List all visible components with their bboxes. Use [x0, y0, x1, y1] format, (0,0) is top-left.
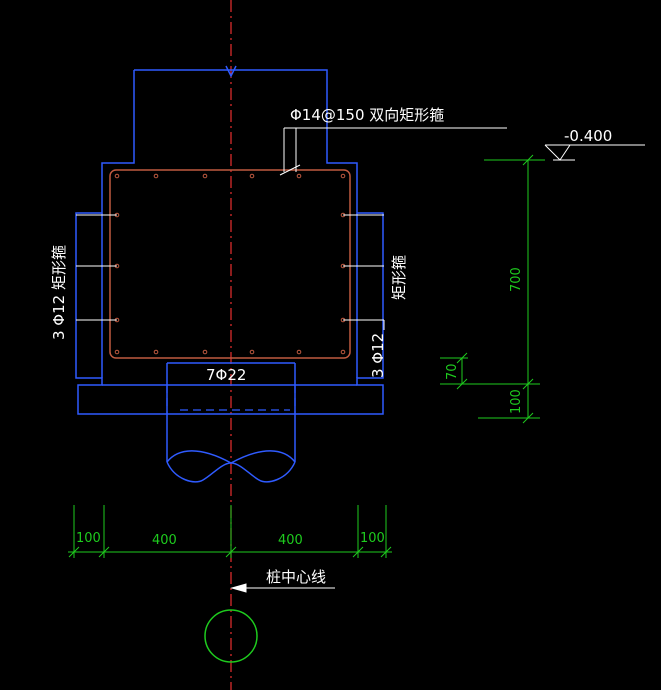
rebar-dot: [114, 173, 120, 179]
rebar-dot: [340, 349, 346, 355]
pile-center-label: 桩中心线: [266, 568, 326, 586]
rebar-dots: [114, 173, 346, 355]
horizontal-dimension-lines: [68, 505, 392, 558]
dim-vertical-base: 100: [509, 389, 524, 414]
right-side-stirrup-label: 矩形箍: [390, 255, 408, 300]
dim-vertical-total: 700: [509, 267, 524, 292]
left-side-bars-label: 3 Φ12 矩形箍: [50, 245, 68, 340]
dim-horizontal-left-edge: 100: [76, 531, 101, 546]
rebar-dot: [153, 349, 159, 355]
rebar-dot: [296, 173, 302, 179]
elevation-label: -0.400: [564, 127, 612, 145]
top-stirrup-label: Φ14@150 双向矩形箍: [290, 106, 444, 124]
rebar-dot: [202, 173, 208, 179]
bottom-bars-label: 7Φ22: [206, 366, 246, 384]
rebar-dot: [153, 173, 159, 179]
pile-plan-circle: [204, 609, 258, 663]
rebar-dot: [202, 349, 208, 355]
rebar-dot: [296, 349, 302, 355]
cap-outline: [75, 69, 384, 415]
rebar-dot: [340, 173, 346, 179]
rebar-cage: [109, 169, 351, 359]
pile-hidden-lines: [166, 385, 296, 414]
rebar-dot: [249, 349, 255, 355]
right-side-bars-label: 3 Φ12: [369, 333, 387, 378]
leader-lines: [76, 127, 645, 593]
dim-horizontal-left-half: 400: [152, 533, 177, 548]
dim-horizontal-right-half: 400: [278, 533, 303, 548]
vertical-dimension-lines: [440, 154, 545, 424]
dim-vertical-cover: 70: [445, 363, 460, 380]
rebar-dot: [114, 349, 120, 355]
rebar-dot: [249, 173, 255, 179]
top-break-mark: [225, 65, 237, 78]
dim-horizontal-right-edge: 100: [360, 531, 385, 546]
